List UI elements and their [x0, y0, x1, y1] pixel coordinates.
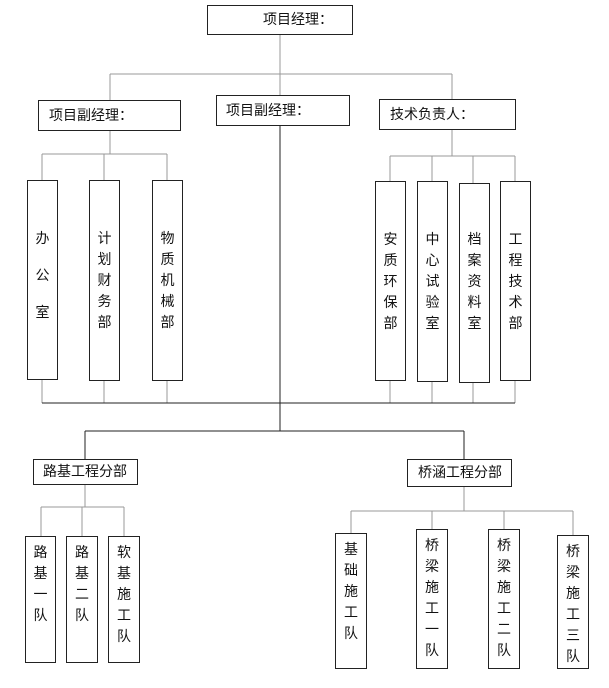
team-bridge-2-char-6: 队: [497, 643, 511, 659]
team-bridge-3-char-2: 梁: [566, 565, 580, 581]
dept-lab-char-1: 中: [425, 232, 440, 248]
team-foundation-char-5: 队: [344, 626, 358, 642]
team-bridge-1-char-1: 桥: [425, 538, 439, 554]
dept-archive-char-2: 案: [467, 253, 482, 269]
dept-engineering-char-2: 程: [508, 253, 523, 269]
dept-finance: 计 划 财 务 部: [89, 180, 120, 381]
dept-safety-char-3: 环: [383, 274, 398, 290]
dept-engineering-char-1: 工: [508, 232, 523, 248]
dept-safety: 安 质 环 保 部: [375, 181, 406, 381]
team-foundation-char-1: 基: [344, 542, 358, 558]
dept-engineering-char-5: 部: [508, 316, 523, 332]
team-bridge-1-char-3: 施: [425, 580, 439, 596]
dept-engineering-char-4: 术: [508, 295, 523, 311]
dept-materials-char-3: 机: [160, 273, 175, 289]
team-bridge-1-char-2: 梁: [425, 559, 439, 575]
team-bridge-3-char-3: 施: [566, 586, 580, 602]
team-softbase: 软 基 施 工 队: [108, 536, 140, 663]
tech-lead-box: 技术负责人：: [379, 99, 516, 130]
roadbed-division-label: 路基工程分部: [43, 464, 127, 480]
team-bridge-1: 桥 梁 施 工 一 队: [416, 529, 448, 669]
deputy-manager-center-box: 项目副经理：: [216, 95, 350, 126]
team-bridge-3-char-1: 桥: [566, 544, 580, 560]
dept-archive-char-4: 料: [467, 295, 482, 311]
dept-materials-char-2: 质: [160, 252, 175, 268]
dept-materials-char-4: 械: [160, 294, 175, 310]
deputy-manager-left-label: 项目副经理：: [49, 107, 133, 124]
dept-lab-char-4: 验: [425, 295, 440, 311]
team-bridge-2-char-2: 梁: [497, 559, 511, 575]
dept-office-char-2: 公: [35, 268, 50, 284]
dept-lab: 中 心 试 验 室: [417, 181, 448, 382]
dept-materials-char-5: 部: [160, 315, 175, 331]
team-bridge-3-char-6: 队: [566, 649, 580, 665]
dept-lab-char-2: 心: [425, 253, 440, 269]
dept-finance-char-2: 划: [97, 252, 112, 268]
dept-finance-char-3: 财: [97, 273, 112, 289]
dept-materials-char-1: 物: [160, 231, 175, 247]
dept-safety-char-1: 安: [383, 232, 398, 248]
dept-materials: 物 质 机 械 部: [152, 180, 183, 381]
team-bridge-2-char-5: 二: [497, 622, 511, 638]
team-foundation-char-2: 础: [344, 563, 358, 579]
dept-archive: 档 案 资 料 室: [459, 183, 490, 383]
team-roadbed-2-char-1: 路: [75, 545, 89, 561]
dept-lab-char-5: 室: [425, 316, 440, 332]
dept-office-char-3: 室: [35, 305, 50, 321]
project-manager-label: 项目经理：: [263, 12, 333, 28]
dept-finance-char-4: 务: [97, 294, 112, 310]
dept-office: 办 公 室: [27, 180, 58, 380]
team-bridge-3: 桥 梁 施 工 三 队: [557, 535, 589, 669]
dept-safety-char-5: 部: [383, 316, 398, 332]
project-manager-box: 项目经理：: [207, 5, 353, 35]
tech-lead-label: 技术负责人：: [390, 106, 474, 123]
dept-finance-char-5: 部: [97, 315, 112, 331]
team-foundation: 基 础 施 工 队: [335, 533, 367, 669]
dept-archive-char-1: 档: [467, 232, 482, 248]
team-softbase-char-3: 施: [117, 587, 131, 603]
dept-engineering-char-3: 技: [508, 274, 523, 290]
team-roadbed-2: 路 基 二 队: [66, 536, 98, 663]
team-bridge-1-char-6: 队: [425, 643, 439, 659]
team-foundation-char-4: 工: [344, 605, 358, 621]
dept-engineering: 工 程 技 术 部: [500, 181, 531, 381]
team-roadbed-2-char-3: 二: [75, 587, 89, 603]
deputy-manager-left-box: 项目副经理：: [38, 100, 181, 131]
team-bridge-3-char-5: 三: [566, 628, 580, 644]
bridge-division-label: 桥涵工程分部: [418, 465, 502, 481]
team-foundation-char-3: 施: [344, 584, 358, 600]
team-roadbed-2-char-4: 队: [75, 608, 89, 624]
dept-safety-char-2: 质: [383, 253, 398, 269]
team-bridge-2: 桥 梁 施 工 二 队: [488, 529, 520, 669]
team-bridge-1-char-4: 工: [425, 601, 439, 617]
team-roadbed-1-char-3: 一: [33, 587, 48, 603]
team-roadbed-1-char-4: 队: [33, 608, 48, 624]
team-bridge-2-char-4: 工: [497, 601, 511, 617]
team-bridge-2-char-1: 桥: [497, 538, 511, 554]
team-softbase-char-4: 工: [117, 608, 131, 624]
dept-archive-char-3: 资: [467, 274, 482, 290]
team-softbase-char-5: 队: [117, 629, 131, 645]
team-bridge-3-char-4: 工: [566, 607, 580, 623]
team-softbase-char-1: 软: [117, 545, 131, 561]
team-bridge-1-char-5: 一: [425, 622, 439, 638]
dept-office-char-1: 办: [35, 231, 50, 247]
team-bridge-2-char-3: 施: [497, 580, 511, 596]
team-roadbed-1-char-2: 基: [33, 566, 48, 582]
team-roadbed-2-char-2: 基: [75, 566, 89, 582]
deputy-manager-center-label: 项目副经理：: [226, 102, 310, 119]
team-softbase-char-2: 基: [117, 566, 131, 582]
roadbed-division-box: 路基工程分部: [33, 459, 138, 485]
team-roadbed-1-char-1: 路: [33, 545, 48, 561]
dept-lab-char-3: 试: [425, 274, 440, 290]
team-roadbed-1: 路 基 一 队: [25, 536, 56, 663]
dept-safety-char-4: 保: [383, 295, 398, 311]
bridge-division-box: 桥涵工程分部: [407, 459, 512, 487]
dept-archive-char-5: 室: [467, 316, 482, 332]
dept-finance-char-1: 计: [97, 231, 112, 247]
